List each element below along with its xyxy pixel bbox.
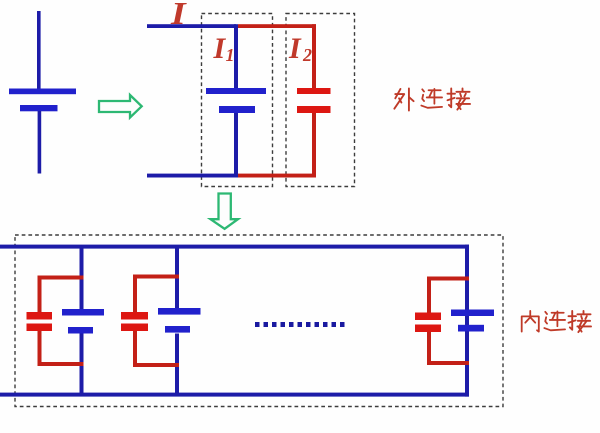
svg-text:I: I (213, 32, 227, 65)
svg-text:2: 2 (302, 45, 312, 65)
svg-text:I: I (288, 32, 302, 65)
svg-text:I: I (170, 0, 187, 31)
svg-text:1: 1 (226, 45, 235, 65)
